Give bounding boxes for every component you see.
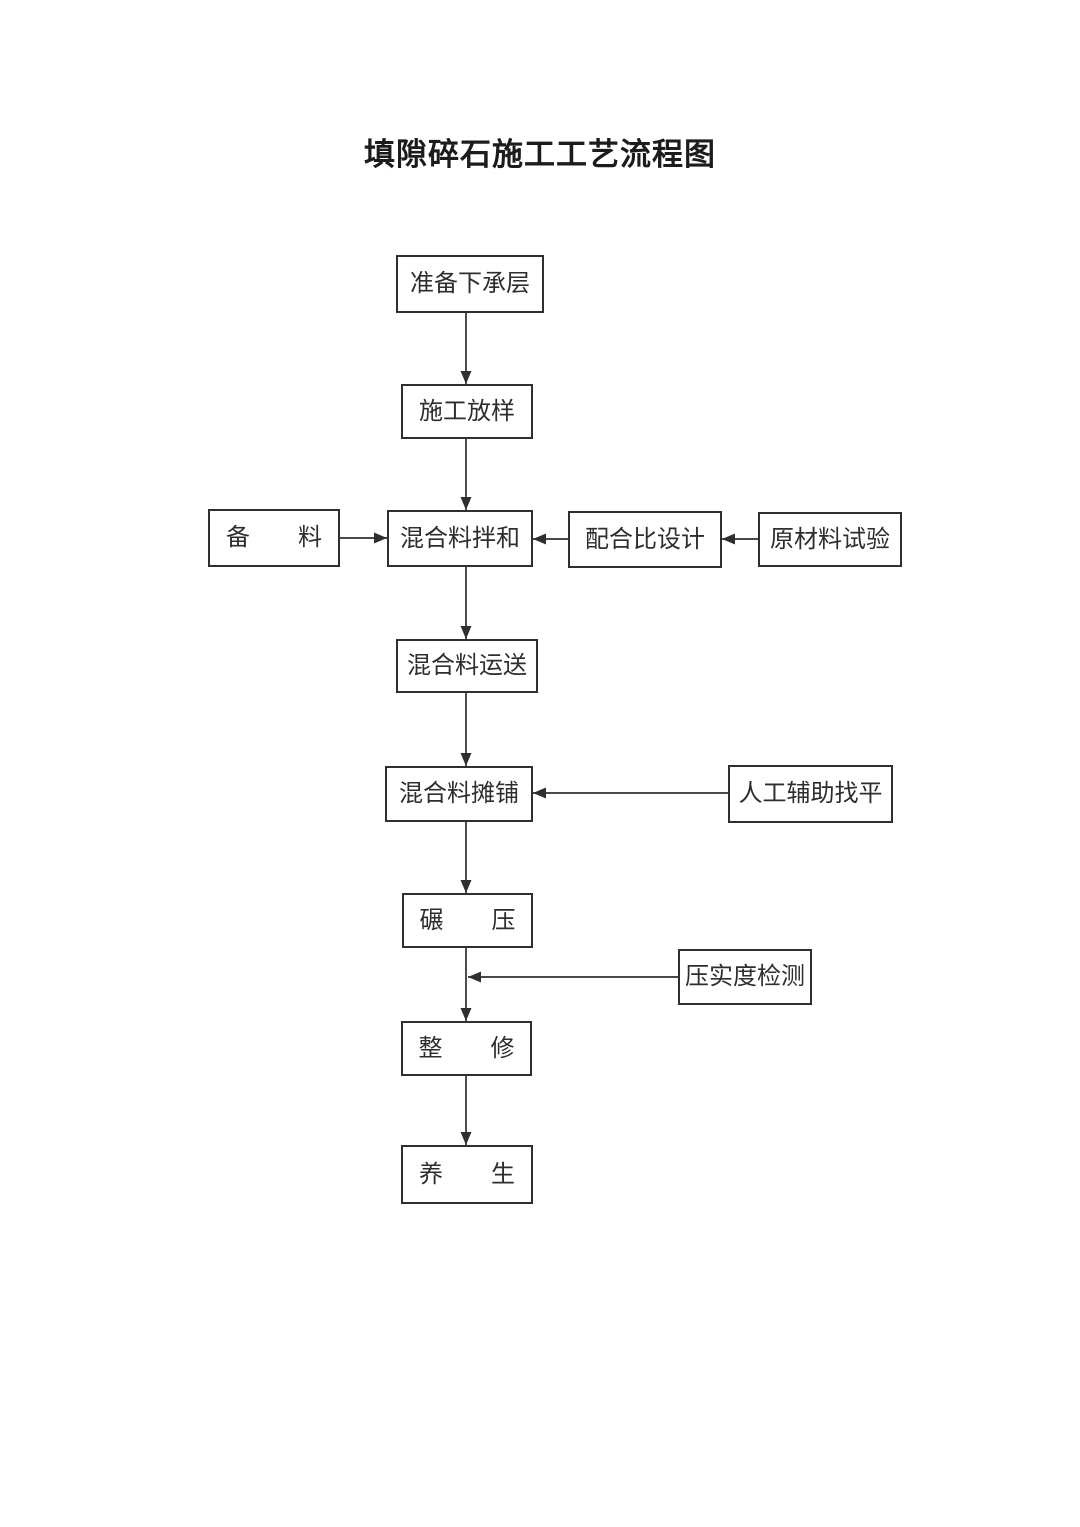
node-mixture-transport: 混合料运送 xyxy=(396,639,538,693)
node-curing-label: 养 生 xyxy=(419,1161,515,1188)
node-raw-material-test: 原材料试验 xyxy=(758,512,902,567)
node-mix-ratio-design: 配合比设计 xyxy=(568,511,722,568)
node-rolling-label: 碾 压 xyxy=(419,907,516,934)
node-mixture-blending-label: 混合料拌和 xyxy=(400,525,520,552)
node-setting-out: 施工放样 xyxy=(401,384,533,439)
page-title: 填隙碎石施工工艺流程图 xyxy=(364,137,716,172)
node-prepare-subgrade: 准备下承层 xyxy=(396,255,544,313)
node-mix-ratio-design-label: 配合比设计 xyxy=(585,526,705,553)
node-material-prep: 备 料 xyxy=(208,509,340,567)
node-material-prep-label: 备 料 xyxy=(226,525,322,551)
node-mixture-paving-label: 混合料摊铺 xyxy=(399,781,519,807)
node-compaction-test: 压实度检测 xyxy=(678,949,812,1005)
node-mixture-transport-label: 混合料运送 xyxy=(407,653,527,679)
node-mixture-paving: 混合料摊铺 xyxy=(385,766,533,822)
node-raw-material-test-label: 原材料试验 xyxy=(770,526,890,553)
node-prepare-subgrade-label: 准备下承层 xyxy=(410,271,530,297)
node-curing: 养 生 xyxy=(401,1145,533,1204)
node-compaction-test-label: 压实度检测 xyxy=(685,964,805,990)
node-setting-out-label: 施工放样 xyxy=(419,398,515,425)
node-trimming-label: 整 修 xyxy=(418,1035,515,1062)
node-rolling: 碾 压 xyxy=(402,893,533,948)
node-mixture-blending: 混合料拌和 xyxy=(387,510,533,567)
node-trimming: 整 修 xyxy=(401,1021,532,1076)
node-manual-leveling: 人工辅助找平 xyxy=(728,765,893,823)
node-manual-leveling-label: 人工辅助找平 xyxy=(738,781,883,807)
